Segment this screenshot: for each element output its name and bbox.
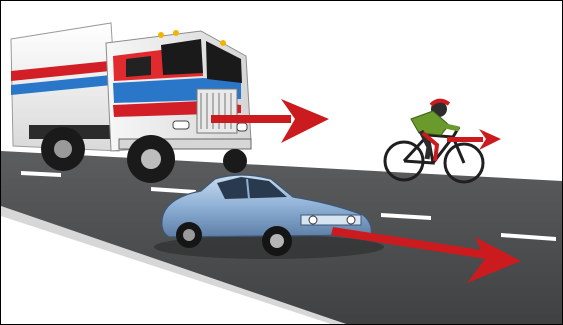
cyclist: [411, 101, 459, 161]
truck: [11, 23, 251, 183]
